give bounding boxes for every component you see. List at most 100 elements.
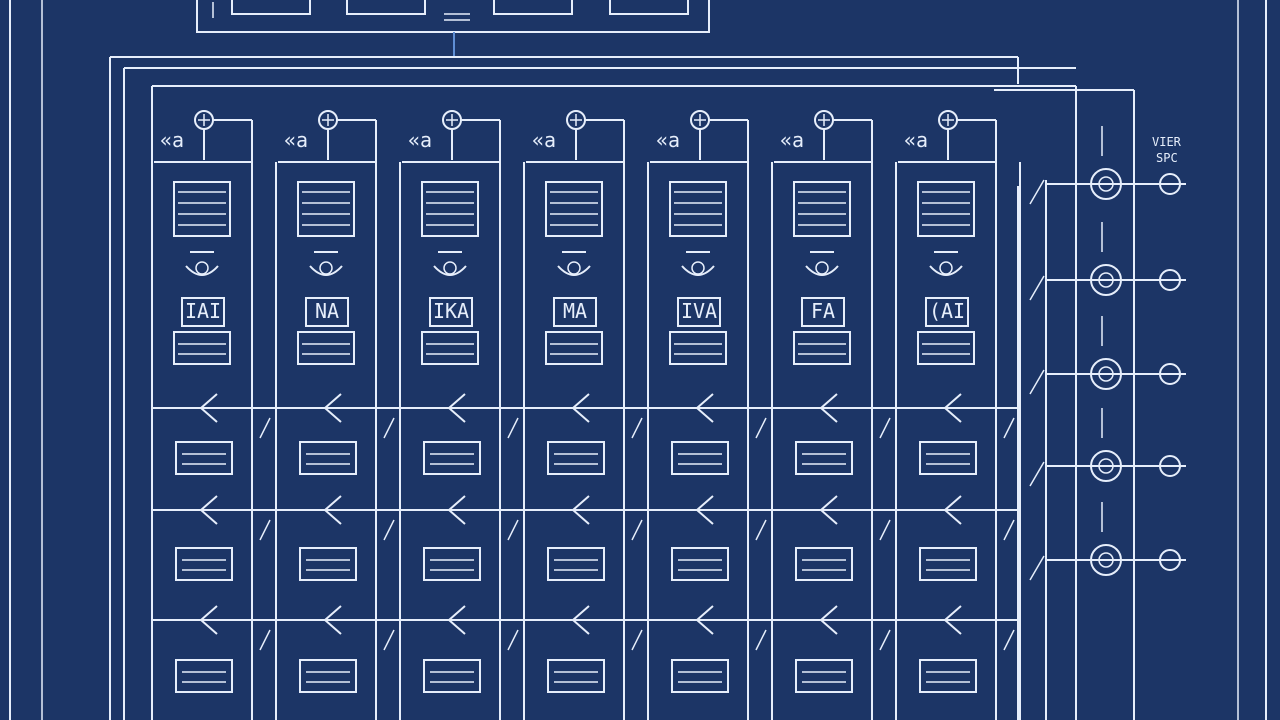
chip-block-2 <box>793 331 851 365</box>
ground-symbol-arc <box>433 265 467 276</box>
ground-symbol-arc <box>681 265 715 276</box>
column-label: «a <box>408 128 432 152</box>
ground-symbol-dot <box>939 261 953 275</box>
circle-node-icon <box>1090 450 1122 482</box>
header-block <box>196 0 710 58</box>
code-box <box>925 297 969 327</box>
column-label: «a <box>160 128 184 152</box>
chip-block <box>545 181 603 237</box>
code-label: IVA <box>681 299 717 323</box>
code-label: NA <box>315 299 339 323</box>
chip-block-2 <box>917 331 975 365</box>
code-box <box>677 297 721 327</box>
side-panel: VIER SPC <box>1017 86 1186 720</box>
code-label: IAI <box>185 299 221 323</box>
side-nodes <box>1029 126 1186 581</box>
circle-node-icon <box>1159 173 1181 195</box>
bus-lines <box>152 407 1020 621</box>
circle-node-icon <box>1159 549 1181 571</box>
tap-diagonal <box>879 417 891 439</box>
code-label: MA <box>563 299 587 323</box>
chip-block <box>917 181 975 237</box>
chip-block <box>297 181 355 237</box>
circle-node-icon <box>1090 358 1122 390</box>
circle-node-icon <box>1090 264 1122 296</box>
tap-diagonal <box>631 417 643 439</box>
code-label: (AI <box>929 299 965 323</box>
small-module-box <box>423 441 481 475</box>
node-diagonal <box>1029 461 1045 487</box>
code-label: FA <box>811 299 835 323</box>
small-module-box <box>919 547 977 581</box>
chip-block <box>669 181 727 237</box>
small-module-box <box>423 547 481 581</box>
ground-symbol-arc <box>185 265 219 276</box>
tap-diagonal <box>1003 519 1015 541</box>
node-diagonal <box>1029 369 1045 395</box>
code-box <box>305 297 349 327</box>
chip-block-2 <box>421 331 479 365</box>
small-module-box <box>175 659 233 693</box>
small-module-box <box>919 659 977 693</box>
module-column: «aMA <box>526 110 649 720</box>
code-box <box>181 297 225 327</box>
circle-node-inner <box>1098 366 1114 382</box>
small-module-box <box>547 441 605 475</box>
tap-diagonal <box>631 629 643 651</box>
circle-node-icon <box>1159 363 1181 385</box>
ground-symbol-arc <box>557 265 591 276</box>
column-label: «a <box>284 128 308 152</box>
small-module-box <box>547 547 605 581</box>
tap-diagonal <box>507 417 519 439</box>
side-label-2: SPC <box>1156 151 1178 165</box>
chip-block <box>173 181 231 237</box>
small-module-box <box>299 659 357 693</box>
outer-border <box>9 0 1267 720</box>
code-label: IKA <box>433 299 469 323</box>
small-module-box <box>795 547 853 581</box>
circle-node-inner <box>1098 176 1114 192</box>
tap-diagonal <box>631 519 643 541</box>
column-label: «a <box>656 128 680 152</box>
small-module-box <box>547 659 605 693</box>
column-label: «a <box>904 128 928 152</box>
tap-diagonal <box>755 417 767 439</box>
ground-symbol-arc <box>929 265 963 276</box>
tap-diagonal <box>259 629 271 651</box>
small-module-box <box>671 441 729 475</box>
tap-diagonal <box>507 519 519 541</box>
ground-symbol-arc <box>309 265 343 276</box>
chip-block <box>421 181 479 237</box>
chip-block-2 <box>173 331 231 365</box>
small-module-box <box>795 659 853 693</box>
chip-block-2 <box>297 331 355 365</box>
chip-block-2 <box>669 331 727 365</box>
node-diagonal <box>1029 275 1045 301</box>
small-module-box <box>795 441 853 475</box>
small-module-box <box>299 547 357 581</box>
small-module-box <box>175 547 233 581</box>
small-module-box <box>919 441 977 475</box>
tap-diagonal <box>755 629 767 651</box>
code-box <box>429 297 473 327</box>
tap-diagonal <box>1003 417 1015 439</box>
ground-symbol-dot <box>443 261 457 275</box>
bus-frame <box>109 56 1134 720</box>
tap-diagonal <box>383 629 395 651</box>
circle-node-icon <box>1090 168 1122 200</box>
column-label: «a <box>532 128 556 152</box>
circle-node-icon <box>1090 544 1122 576</box>
ground-symbol-dot <box>195 261 209 275</box>
ground-symbol-dot <box>815 261 829 275</box>
side-label-1: VIER <box>1152 135 1182 149</box>
node-diagonal <box>1029 555 1045 581</box>
tap-diagonal <box>383 519 395 541</box>
small-module-box <box>671 659 729 693</box>
small-module-box <box>423 659 481 693</box>
chip-block-2 <box>545 331 603 365</box>
ground-symbol-arc <box>805 265 839 276</box>
chip-block <box>793 181 851 237</box>
